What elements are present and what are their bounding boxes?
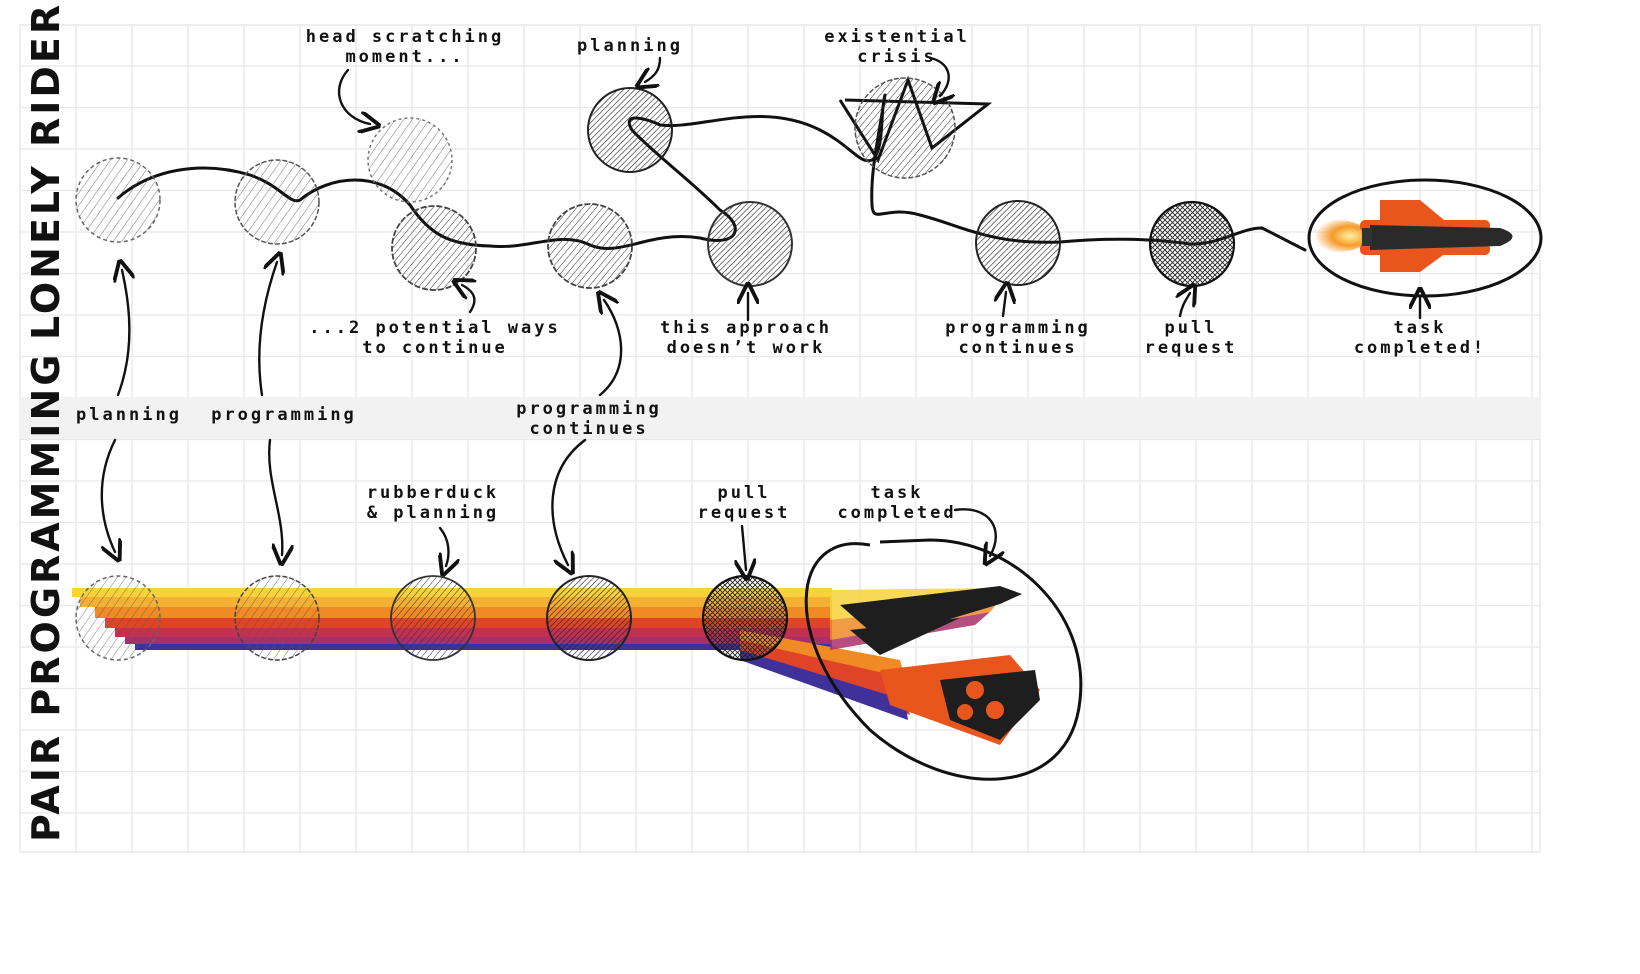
label-programming-continues-2: programming continues [945, 318, 1091, 358]
label-planning-2: planning [577, 36, 683, 56]
milestone-pull-request [1148, 200, 1236, 288]
pair-milestone-rubberduck [390, 575, 476, 661]
lonely-rider-milestones [75, 77, 1236, 291]
label-pair-task-completed: task completed [837, 483, 957, 523]
row-separator-band [20, 397, 1540, 439]
annotation-arrows [100, 56, 1420, 570]
row-title-pair-programming: PAIR PROGRAMMING [24, 351, 68, 842]
pair-milestone-planning [75, 575, 161, 661]
pair-programming-rockets [804, 538, 1083, 781]
label-approach-fails: this approach doesn’t work [659, 318, 833, 358]
milestone-planning-2 [587, 87, 673, 173]
label-two-ways: ...2 potential ways to continue [309, 318, 561, 358]
label-head-scratching: head scratching moment... [305, 27, 505, 67]
milestone-two-ways [391, 205, 477, 291]
label-rubberduck-planning: rubberduck & planning [366, 483, 500, 523]
label-pair-pull-request: pull request [697, 483, 791, 523]
milestone-programming-continues-2 [975, 200, 1061, 286]
milestone-programming-continues [547, 203, 633, 289]
label-pull-request: pull request [1144, 318, 1238, 358]
label-planning: planning [76, 405, 182, 425]
lonely-rider-rocket [1307, 178, 1543, 298]
label-task-completed: task completed! [1353, 318, 1487, 358]
label-programming: programming [211, 405, 357, 425]
pair-milestone-pull-request [701, 574, 789, 662]
pair-milestone-programming [234, 575, 320, 661]
milestone-head-scratching [367, 117, 453, 203]
label-programming-continues: programming continues [516, 399, 662, 439]
row-title-lonely-rider: LONELY RIDER [24, 1, 68, 340]
milestone-programming [234, 159, 320, 245]
milestone-approach-fails [707, 201, 793, 287]
pair-programming-milestones [75, 574, 789, 662]
milestone-existential-crisis [854, 77, 956, 179]
milestone-planning [75, 157, 161, 243]
pair-milestone-programming-continues [546, 575, 632, 661]
label-existential-crisis: existential crisis [824, 27, 970, 67]
